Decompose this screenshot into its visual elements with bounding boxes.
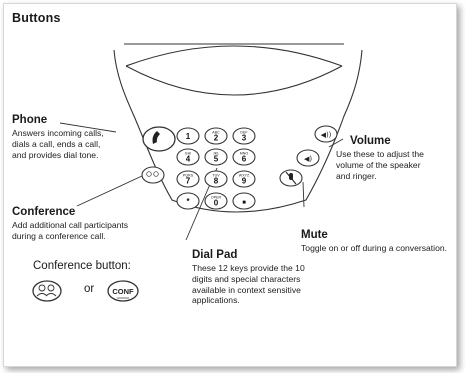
mute-leader-line — [302, 181, 305, 208]
dial-key-letters: ABC — [212, 131, 220, 135]
conference-button-people-glyph — [32, 280, 62, 302]
dial-key-digit: 3 — [242, 134, 247, 143]
phone-leader-line — [59, 122, 117, 133]
conference-button-conf-glyph: CONF — [107, 280, 139, 302]
mute-heading: Mute — [301, 229, 328, 241]
dial-key-star[interactable]: * — [176, 192, 200, 210]
page-title: Buttons — [12, 11, 61, 25]
conference-button-label: Conference button: — [33, 260, 131, 272]
display-top-arc — [125, 45, 343, 67]
dial-key-digit: 5 — [214, 155, 219, 164]
dialpad-heading: Dial Pad — [192, 249, 238, 261]
phone-button[interactable] — [142, 126, 176, 152]
volume-up-button[interactable]: ◀)) — [314, 125, 338, 143]
dial-key-digit: 4 — [186, 155, 191, 164]
volume-down-button[interactable]: ◀) — [296, 149, 320, 167]
dial-key-letters: MNO — [240, 152, 249, 156]
dial-key-letters: WXYZ — [239, 174, 250, 178]
conference-key[interactable] — [141, 166, 165, 184]
conf-glyph-text: CONF — [112, 287, 134, 296]
display-bottom-arc — [125, 65, 343, 96]
or-text: or — [84, 283, 95, 295]
volume-description: Use these to adjust the volume of the sp… — [336, 149, 424, 181]
dial-key-letters: JKL — [213, 152, 219, 156]
volume-heading: Volume — [350, 135, 391, 147]
conference-description: Add additional call participants during … — [12, 220, 129, 241]
mute-description: Toggle on or off during a conversation. — [301, 243, 448, 253]
conference-leader-line — [76, 175, 143, 207]
dialpad-description: These 12 keys provide the 10 digits and … — [192, 263, 305, 306]
dial-key-letters: TUV — [212, 174, 220, 178]
dial-key-digit: * — [186, 197, 190, 206]
dial-key-digit: 9 — [242, 177, 247, 186]
dial-key-digit: 8 — [214, 177, 219, 186]
dial-key-letters: GHI — [185, 152, 191, 156]
dial-key-digit: ■ — [242, 200, 246, 206]
dial-key-hash[interactable]: ■ — [232, 192, 256, 210]
microphone-icon — [289, 173, 293, 180]
dial-key-digit: 6 — [242, 155, 247, 164]
speaker-icon: ◀)) — [321, 131, 332, 139]
handset-icon — [152, 131, 160, 144]
dial-key-digit: 7 — [186, 177, 191, 186]
dial-key-letters: DEF — [240, 131, 248, 135]
dial-key-digit: 2 — [214, 134, 219, 143]
phone-heading: Phone — [12, 114, 48, 126]
mute-button[interactable] — [279, 169, 303, 187]
dial-key-letters: PQRS — [183, 174, 194, 178]
people-icon — [146, 171, 152, 177]
phone-body-outline — [113, 49, 363, 213]
dial-key-1[interactable]: 1 — [176, 127, 200, 145]
speaker-icon: ◀) — [304, 155, 312, 163]
conference-heading: Conference — [12, 206, 76, 218]
dial-key-letters: OPER — [211, 196, 222, 200]
volume-leader-line — [328, 138, 344, 148]
dial-key-digit: 1 — [186, 132, 191, 141]
dial-key-digit: 0 — [214, 199, 219, 208]
people-icon — [38, 284, 46, 292]
phone-description: Answers incoming calls, dials a call, en… — [12, 128, 104, 160]
